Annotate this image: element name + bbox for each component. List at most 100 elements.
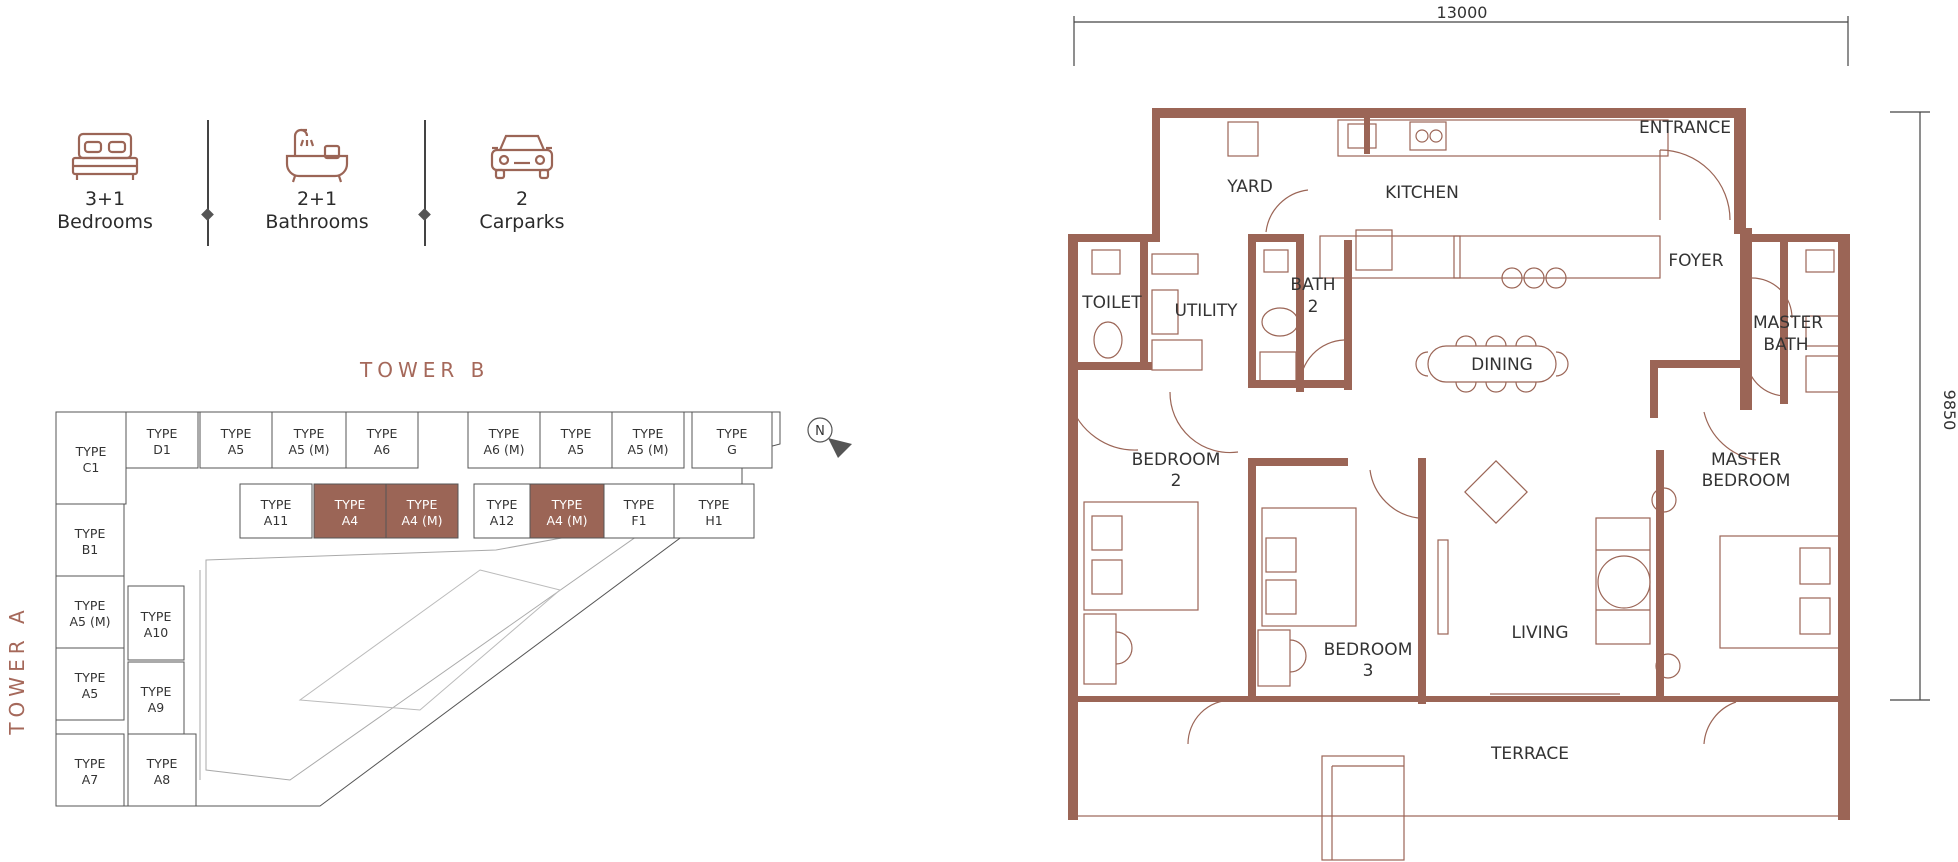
plan-walls — [1068, 108, 1850, 820]
keyplan-unit-type: TYPE — [366, 426, 398, 441]
depth-dimension-label: 9850 — [1940, 390, 1958, 431]
keyplan-unit-box — [673, 483, 755, 539]
keyplan-unit-box — [127, 585, 185, 661]
tower-b-title: TOWER B — [360, 358, 490, 382]
keyplan-unit-type: TYPE — [716, 426, 748, 441]
label-utility: UTILITY — [1174, 301, 1238, 321]
floor-plan: 13000 9850 — [1068, 3, 1958, 861]
keyplan-unit-box — [271, 411, 347, 469]
label-bedroom2-line1: BEDROOM — [1132, 450, 1221, 470]
keyplan-unit-code: A4 (M) — [401, 513, 442, 528]
label-bedroom2-line2: 2 — [1171, 471, 1182, 491]
keyplan-unit-code: A4 — [342, 513, 359, 528]
keyplan-unit-box — [529, 483, 605, 539]
keyplan-unit-box — [127, 661, 185, 735]
keyplan-unit-box — [127, 733, 197, 807]
bathrooms-label: Bathrooms — [265, 211, 369, 233]
keyplan-unit-box — [55, 575, 125, 649]
keyplan-unit-code: A8 — [154, 772, 171, 787]
amenity-bedrooms: 3+1 Bedrooms — [20, 128, 190, 234]
north-label: N — [815, 424, 825, 439]
room-labels: ENTRANCE YARD KITCHEN FOYER TOILET UTILI… — [1081, 118, 1823, 764]
keyplan-unit-type: TYPE — [486, 497, 518, 512]
keyplan-unit-code: A9 — [148, 700, 165, 715]
keyplan-unit-code: B1 — [82, 542, 99, 557]
keyplan-unit-type: TYPE — [260, 497, 292, 512]
label-bedroom3-line2: 3 — [1363, 661, 1374, 681]
keyplan-unit-code: A5 — [228, 442, 245, 457]
keyplan-unit-type: TYPE — [220, 426, 252, 441]
label-entrance: ENTRANCE — [1639, 118, 1731, 138]
label-toilet: TOILET — [1081, 293, 1142, 313]
keyplan-unit-type: TYPE — [632, 426, 664, 441]
keyplan-unit-box — [467, 411, 541, 469]
width-dimension-label: 13000 — [1437, 3, 1488, 22]
amenity-divider — [207, 120, 209, 246]
keyplan-unit-code: A6 — [374, 442, 391, 457]
keyplan-unit-box — [199, 411, 273, 469]
keyplan-unit-box — [239, 483, 313, 539]
keyplan-unit-box — [313, 483, 387, 539]
label-bath2-line2: 2 — [1308, 297, 1319, 317]
keyplan-unit-box — [611, 411, 685, 469]
keyplan-unit-box — [385, 483, 459, 539]
keyplan-unit-code: A7 — [82, 772, 99, 787]
keyplan-unit-box — [55, 733, 125, 807]
keyplan-unit-box — [125, 411, 199, 469]
keyplan-unit-type: TYPE — [75, 444, 107, 459]
keyplan-unit-code: A5 (M) — [69, 614, 110, 629]
keyplan-unit-code: A5 — [568, 442, 585, 457]
keyplan-unit-type: TYPE — [74, 598, 106, 613]
north-arrow-icon: N — [807, 417, 852, 458]
label-bath2-line1: BATH — [1290, 275, 1335, 295]
keyplan-unit-box — [55, 411, 127, 505]
keyplan-unit-box — [345, 411, 419, 469]
keyplan-unit-type: TYPE — [140, 684, 172, 699]
keyplan-unit-type: TYPE — [698, 497, 730, 512]
keyplan-unit-type: TYPE — [488, 426, 520, 441]
carparks-label: Carparks — [479, 211, 565, 233]
keyplan-unit-code: G — [727, 442, 737, 457]
keyplan-unit-box — [691, 411, 773, 469]
label-master-bath-line2: BATH — [1763, 335, 1808, 355]
bathtub-icon — [285, 128, 349, 183]
divider-diamond — [201, 208, 214, 221]
label-living: LIVING — [1511, 623, 1568, 643]
keyplan-unit-code: C1 — [83, 460, 100, 475]
carparks-count: 2 — [515, 188, 529, 210]
keyplan-unit-code: A5 (M) — [627, 442, 668, 457]
width-dimension — [1073, 16, 1849, 66]
keyplan-unit-type: TYPE — [560, 426, 592, 441]
label-master-bedroom-line1: MASTER — [1711, 450, 1781, 470]
tower-a-title: TOWER A — [5, 605, 29, 735]
label-bedroom3-line1: BEDROOM — [1324, 640, 1413, 660]
keyplan-unit-box — [55, 647, 125, 721]
keyplan-unit-type: TYPE — [551, 497, 583, 512]
keyplan-unit-type: TYPE — [74, 670, 106, 685]
label-kitchen: KITCHEN — [1385, 183, 1459, 203]
keyplan-unit-code: F1 — [631, 513, 646, 528]
keyplan-unit-type: TYPE — [293, 426, 325, 441]
keyplan-unit-code: A5 — [82, 686, 99, 701]
bedrooms-count: 3+1 — [84, 188, 126, 210]
keyplan-unit-box — [603, 483, 675, 539]
label-terrace: TERRACE — [1490, 744, 1569, 764]
keyplan-unit-code: A4 (M) — [546, 513, 587, 528]
